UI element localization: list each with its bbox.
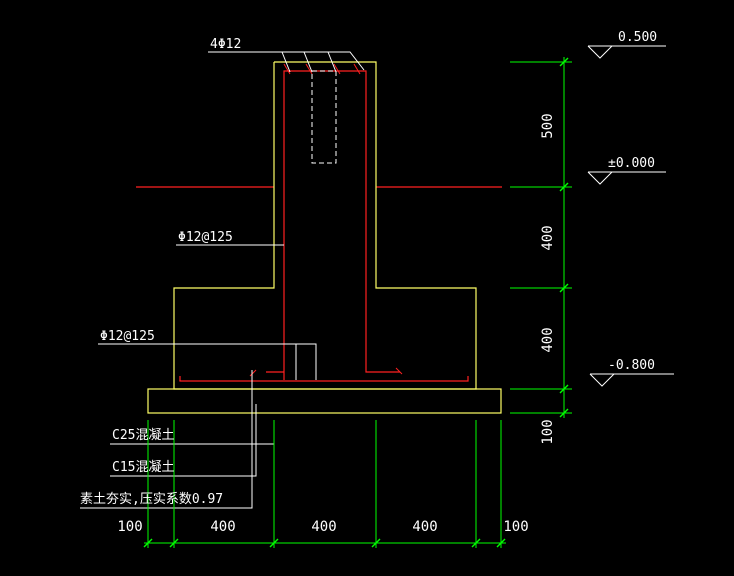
elevation-top-text: 0.500 [618, 30, 657, 45]
vdim-tick-5 [559, 408, 569, 418]
hdim-text-5: 100 [503, 519, 528, 535]
leader-base-branch [296, 343, 317, 380]
leader-soil [80, 370, 253, 509]
hdim-tick-5 [471, 538, 481, 548]
label-c25: C25混凝土 [112, 427, 174, 443]
label-rebar-top: 4Φ12 [210, 37, 241, 52]
elevation-ground-text: ±0.000 [608, 156, 655, 171]
label-c15: C15混凝土 [112, 459, 174, 475]
hdim-tick-6 [496, 538, 506, 548]
hdim-tick-1 [143, 538, 153, 548]
elevation-bottom-text: -0.800 [608, 358, 655, 373]
leader-top-branch-1 [281, 51, 291, 73]
leader-top-branch-3 [327, 51, 337, 73]
leader-rebar-top [208, 51, 365, 71]
elevation-mark-bottom [589, 373, 674, 387]
base-rebar [179, 376, 469, 382]
leader-c15 [110, 404, 257, 477]
leader-rebar-base [98, 343, 297, 380]
hdim-tick-4 [371, 538, 381, 548]
label-soil: 素土夯实,压实系数0.97 [80, 492, 223, 507]
rebar-end-mark-2 [395, 367, 403, 375]
vdim-tick-4 [559, 384, 569, 394]
hdim-text-4: 400 [412, 519, 437, 535]
vdim-text-2: 400 [540, 225, 556, 250]
top-bar-tick-2 [305, 63, 313, 75]
top-bar-tick-1 [283, 63, 291, 75]
hdim-tick-3 [269, 538, 279, 548]
label-rebar-base: Φ12@125 [100, 329, 155, 344]
vdim-text-4: 100 [540, 419, 556, 444]
hdim-text-3: 400 [311, 519, 336, 535]
foundation-outline [173, 61, 477, 390]
dashed-inner-box [311, 70, 337, 164]
vdim-tick-3 [559, 283, 569, 293]
leader-top-branch-2 [303, 51, 313, 73]
hdim-text-2: 400 [210, 519, 235, 535]
hdim-tick-2 [169, 538, 179, 548]
rebar-end-mark-1 [249, 369, 257, 377]
elevation-mark-top [587, 45, 666, 59]
vdim-text-3: 400 [540, 327, 556, 352]
top-bar-tick-3 [333, 63, 341, 75]
vdim-tick-2 [559, 182, 569, 192]
wall-rebar-cage [283, 70, 400, 380]
vdim-text-1: 500 [540, 113, 556, 138]
label-stirrup-wall: Φ12@125 [178, 230, 233, 245]
elevation-mark-ground [587, 171, 666, 185]
hdim-text-1: 100 [117, 519, 142, 535]
vdim-tick-1 [559, 57, 569, 67]
top-bar-tick-4 [353, 63, 361, 75]
c15-blinding-layer [147, 388, 502, 414]
